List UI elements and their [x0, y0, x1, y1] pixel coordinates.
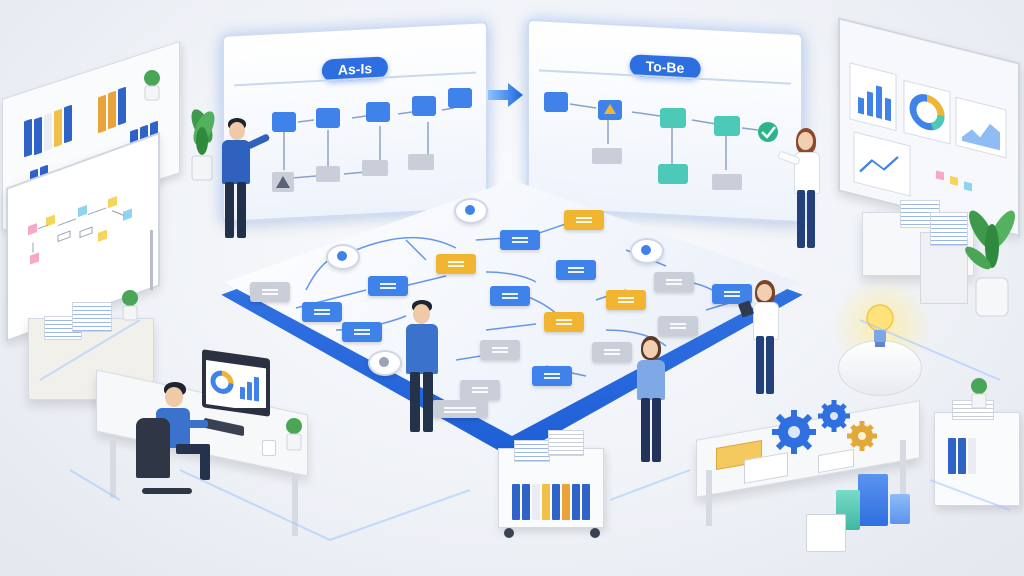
gear-icon — [630, 238, 664, 264]
plant-icon — [965, 210, 1015, 317]
donut-chart-icon — [909, 94, 945, 131]
gear-icons — [772, 400, 877, 454]
woman-with-tablet — [737, 280, 786, 400]
office-chair-base — [142, 488, 192, 494]
decision-node — [544, 312, 584, 332]
binder — [968, 438, 976, 474]
monitor-screen — [206, 360, 266, 408]
wall-charts — [849, 62, 1007, 197]
gear-icon — [818, 400, 850, 432]
process-step-node — [658, 316, 698, 336]
process-step-node — [302, 302, 342, 322]
table-leg — [706, 470, 712, 526]
coffee-mug — [262, 440, 276, 456]
checkmark-icon — [758, 122, 778, 142]
user-node-icon — [326, 244, 360, 270]
process-step-node — [592, 342, 632, 362]
desk-leg — [292, 476, 298, 536]
process-step-node — [342, 322, 382, 342]
cart-wheel — [504, 528, 514, 538]
process-step-node — [654, 272, 694, 292]
to-be-flow — [544, 92, 778, 190]
file-stack — [548, 430, 584, 456]
process-step-node — [556, 260, 596, 280]
thinking-person — [400, 300, 444, 440]
plant-icon — [144, 70, 160, 101]
bar-chart-icon — [240, 386, 245, 400]
flow-step-icon — [448, 88, 472, 108]
process-step-node — [532, 366, 572, 386]
right-file-cabinet — [934, 412, 1020, 506]
plant-icon — [191, 109, 215, 181]
flow-step-icon — [366, 102, 390, 122]
plant-icon — [286, 418, 302, 451]
process-connectors — [295, 217, 747, 377]
desk-leg — [110, 440, 116, 498]
flow-step-icon — [412, 96, 436, 116]
woman-with-phone — [632, 336, 672, 472]
process-step-node — [500, 230, 540, 250]
office-chair — [136, 418, 170, 478]
file-stack — [514, 440, 550, 462]
binder — [948, 438, 956, 474]
gear-icon — [847, 421, 877, 451]
flow-arrow-icon — [488, 83, 523, 107]
process-step-node — [490, 286, 530, 306]
flow-step-icon — [316, 108, 340, 128]
bar-chart-icon — [858, 85, 891, 122]
file-stack — [930, 212, 968, 246]
process-step-node — [432, 400, 488, 418]
whiteboard-stand — [150, 230, 153, 290]
file-stack — [72, 302, 112, 332]
plant-icon — [971, 378, 987, 409]
process-step-node — [368, 276, 408, 296]
analyst-person-right — [777, 128, 826, 258]
whiteboard-diagram — [28, 195, 132, 265]
start-node-icon — [368, 350, 402, 376]
table-leg — [900, 440, 906, 500]
decision-node — [436, 254, 476, 274]
analyst-person-left — [216, 118, 271, 248]
cart-wheel — [590, 528, 600, 538]
lightbulb-icon — [866, 304, 894, 347]
plant-icon — [122, 290, 138, 321]
process-step-node — [460, 380, 500, 400]
gear-icon — [772, 410, 816, 454]
flow-step-icon — [272, 112, 296, 132]
process-step-node — [712, 284, 752, 304]
decision-node — [564, 210, 604, 230]
document-node-icon — [454, 198, 488, 224]
decision-node — [606, 290, 646, 310]
binder — [958, 438, 966, 474]
process-step-node — [250, 282, 290, 302]
process-step-node — [480, 340, 520, 360]
as-is-flow — [272, 88, 472, 192]
